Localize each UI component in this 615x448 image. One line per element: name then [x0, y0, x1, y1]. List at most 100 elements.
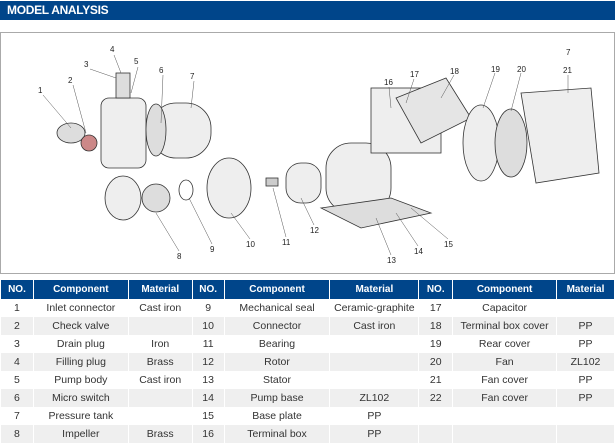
table-row: 5 Pump body Cast iron 13 Stator 21 Fan cover PP [1, 371, 614, 389]
table-cell: 8 [1, 425, 33, 443]
table-cell: PP [578, 338, 593, 350]
callout-18: 18 [450, 67, 459, 76]
table-cell: Capacitor [482, 302, 528, 314]
section-title: MODEL ANALYSIS [0, 1, 615, 20]
table-cell: ZL102 [557, 353, 614, 371]
table-cell: 17 [429, 302, 442, 314]
table-cell: Check valve [33, 317, 128, 335]
callout-2: 2 [68, 76, 73, 85]
table-cell: 16 [192, 425, 224, 443]
table-cell: 10 [192, 317, 224, 335]
pump-body-parts [56, 72, 600, 229]
callout-4: 4 [110, 45, 115, 54]
table-cell: PP [557, 389, 614, 407]
table-cell: Fan cover [453, 389, 556, 407]
callout-8: 8 [177, 252, 182, 261]
table-cell: Rotor [224, 353, 330, 371]
table-cell: Terminal box [224, 425, 330, 443]
callout-5: 5 [134, 57, 139, 66]
callout-16: 16 [384, 78, 393, 87]
column-header: Component [453, 280, 556, 299]
table-cell: Rear cover [478, 338, 531, 350]
table-cell [129, 407, 192, 425]
table-cell: Fan cover [481, 374, 528, 386]
table-cell: Terminal box cover [453, 317, 556, 335]
callout-11: 11 [282, 238, 291, 247]
table-cell [330, 353, 419, 371]
table-cell: PP [557, 317, 614, 335]
callout-7: 7 [190, 72, 195, 81]
table-cell: PP [330, 425, 419, 443]
table-cell: ZL102 [330, 389, 419, 407]
table-cell: Cast iron [139, 302, 182, 314]
table-cell: Bearing [258, 338, 296, 350]
callout-1: 1 [38, 86, 43, 95]
table-cell [557, 299, 614, 317]
table-cell: 18 [419, 317, 453, 335]
table-cell [128, 389, 192, 407]
table-cell [330, 371, 418, 389]
column-header: NO. [192, 280, 224, 299]
table-cell: 21 [429, 374, 442, 386]
callout-13: 13 [387, 256, 396, 265]
callout-20: 20 [517, 65, 526, 74]
table-cell: 9 [205, 302, 212, 314]
callout-10: 10 [246, 240, 255, 249]
table-cell: Pump base [224, 389, 330, 407]
table-cell: Ceramic-graphite [334, 302, 415, 314]
table-cell [330, 335, 418, 353]
table-cell: Impeller [33, 425, 128, 443]
table-cell: 4 [1, 353, 33, 371]
callout-3: 3 [84, 60, 89, 69]
callout-21: 21 [563, 66, 572, 75]
table-cell [453, 425, 556, 443]
column-header: Component [33, 280, 128, 299]
table-cell: PP [367, 410, 382, 422]
callout-15: 15 [444, 240, 453, 249]
table-cell: Base plate [252, 410, 302, 422]
callout-6: 6 [159, 66, 164, 75]
table-cell: 6 [1, 389, 33, 407]
pump-drawing: 1 2 3 4 5 6 7 8 9 10 11 12 13 14 15 16 1… [38, 45, 600, 265]
table-cell: 15 [202, 410, 214, 422]
table-cell: Iron [151, 338, 170, 350]
table-cell [419, 407, 452, 425]
callout-9: 9 [210, 245, 215, 254]
column-header: NO. [419, 280, 453, 299]
table-cell: Pump body [54, 374, 108, 386]
table-cell: PP [578, 374, 593, 386]
table-cell: Fan [453, 353, 556, 371]
table-cell: Pressure tank [48, 410, 114, 422]
table-cell [128, 317, 192, 335]
table-cell [453, 407, 556, 425]
table-cell: 13 [202, 374, 214, 386]
table-cell: Stator [263, 374, 292, 386]
table-cell: 1 [14, 302, 20, 314]
table-cell: Cast iron [139, 374, 182, 386]
table-cell: 11 [202, 338, 214, 350]
table-cell: Connector [224, 317, 330, 335]
table-cell: 2 [1, 317, 33, 335]
table-cell: 20 [419, 353, 453, 371]
table-cell: 19 [429, 338, 442, 350]
callout-19: 19 [491, 65, 500, 74]
callout-7-alt: 7 [566, 48, 571, 57]
callout-17: 17 [410, 70, 419, 79]
table-cell: Drain plug [56, 338, 105, 350]
callout-12: 12 [310, 226, 319, 235]
column-header: Material [128, 280, 192, 299]
column-header: Material [330, 280, 419, 299]
column-header: Component [224, 280, 330, 299]
exploded-pump-diagram: 1 2 3 4 5 6 7 8 9 10 11 12 13 14 15 16 1… [0, 32, 615, 274]
table-cell: 22 [419, 389, 453, 407]
table-cell: Brass [128, 353, 192, 371]
table-cell: 5 [14, 374, 20, 386]
